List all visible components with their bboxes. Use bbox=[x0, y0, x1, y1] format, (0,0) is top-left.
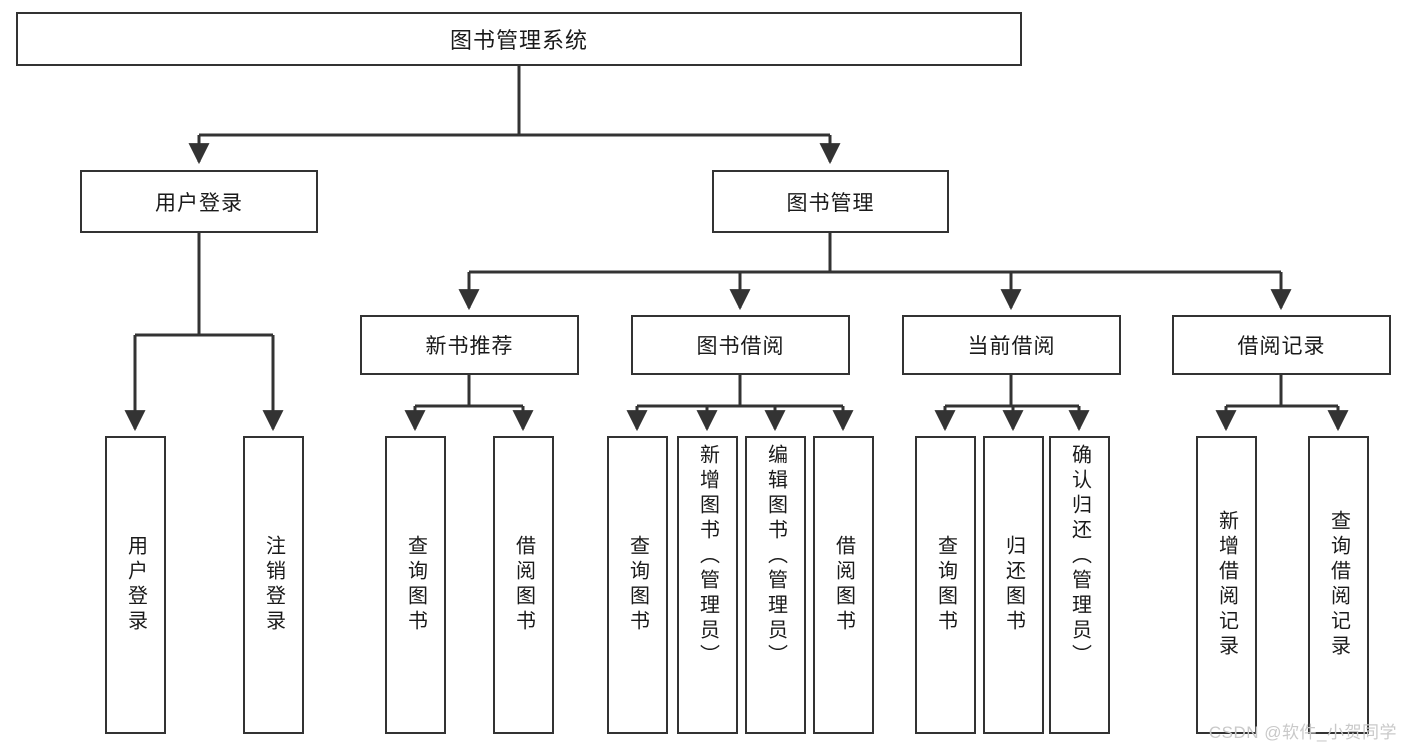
node-label: 当前借阅 bbox=[967, 335, 1056, 358]
node-label: 确认归还（管理员） bbox=[1068, 444, 1091, 669]
node-label: 新增图书（管理员） bbox=[696, 444, 719, 669]
node-label: 查询图书 bbox=[626, 535, 649, 635]
leaf-record-add[interactable]: 新增借阅记录 bbox=[1196, 436, 1257, 734]
leaf-user-logout[interactable]: 注销登录 bbox=[243, 436, 304, 734]
node-label: 用户登录 bbox=[155, 191, 243, 215]
node-root-system[interactable]: 图书管理系统 bbox=[16, 12, 1022, 66]
leaf-cur-query-book[interactable]: 查询图书 bbox=[915, 436, 976, 734]
node-label: 借阅记录 bbox=[1237, 335, 1326, 358]
node-new-book-rec[interactable]: 新书推荐 bbox=[360, 315, 579, 375]
node-label: 查询图书 bbox=[934, 535, 957, 635]
node-label: 查询图书 bbox=[404, 535, 427, 635]
watermark-text: CSDN @软件_小贺同学 bbox=[1208, 723, 1397, 742]
node-label: 图书管理 bbox=[786, 191, 875, 215]
node-label: 归还图书 bbox=[1002, 535, 1025, 635]
leaf-cur-confirm-return[interactable]: 确认归还（管理员） bbox=[1049, 436, 1110, 734]
node-label: 借阅图书 bbox=[832, 535, 855, 635]
leaf-borrow-edit-book[interactable]: 编辑图书（管理员） bbox=[745, 436, 806, 734]
node-label: 用户登录 bbox=[124, 535, 147, 635]
node-label: 图书管理系统 bbox=[449, 28, 588, 53]
node-user-login[interactable]: 用户登录 bbox=[80, 170, 318, 233]
leaf-record-search[interactable]: 查询借阅记录 bbox=[1308, 436, 1369, 734]
node-label: 新增借阅记录 bbox=[1215, 510, 1238, 660]
node-book-borrow[interactable]: 图书借阅 bbox=[631, 315, 850, 375]
node-label: 新书推荐 bbox=[425, 335, 514, 358]
node-label: 查询借阅记录 bbox=[1327, 510, 1350, 660]
node-label: 图书借阅 bbox=[696, 335, 785, 358]
leaf-borrow-lend-book[interactable]: 借阅图书 bbox=[813, 436, 874, 734]
node-label: 借阅图书 bbox=[512, 535, 535, 635]
leaf-cur-return-book[interactable]: 归还图书 bbox=[983, 436, 1044, 734]
node-borrow-record[interactable]: 借阅记录 bbox=[1172, 315, 1391, 375]
node-current-borrow[interactable]: 当前借阅 bbox=[902, 315, 1121, 375]
leaf-rec-borrow-book[interactable]: 借阅图书 bbox=[493, 436, 554, 734]
leaf-borrow-add-book[interactable]: 新增图书（管理员） bbox=[677, 436, 738, 734]
leaf-borrow-query-book[interactable]: 查询图书 bbox=[607, 436, 668, 734]
node-label: 编辑图书（管理员） bbox=[764, 444, 787, 669]
leaf-rec-query-book[interactable]: 查询图书 bbox=[385, 436, 446, 734]
node-book-manage[interactable]: 图书管理 bbox=[712, 170, 949, 233]
leaf-user-login[interactable]: 用户登录 bbox=[105, 436, 166, 734]
node-label: 注销登录 bbox=[262, 535, 285, 635]
